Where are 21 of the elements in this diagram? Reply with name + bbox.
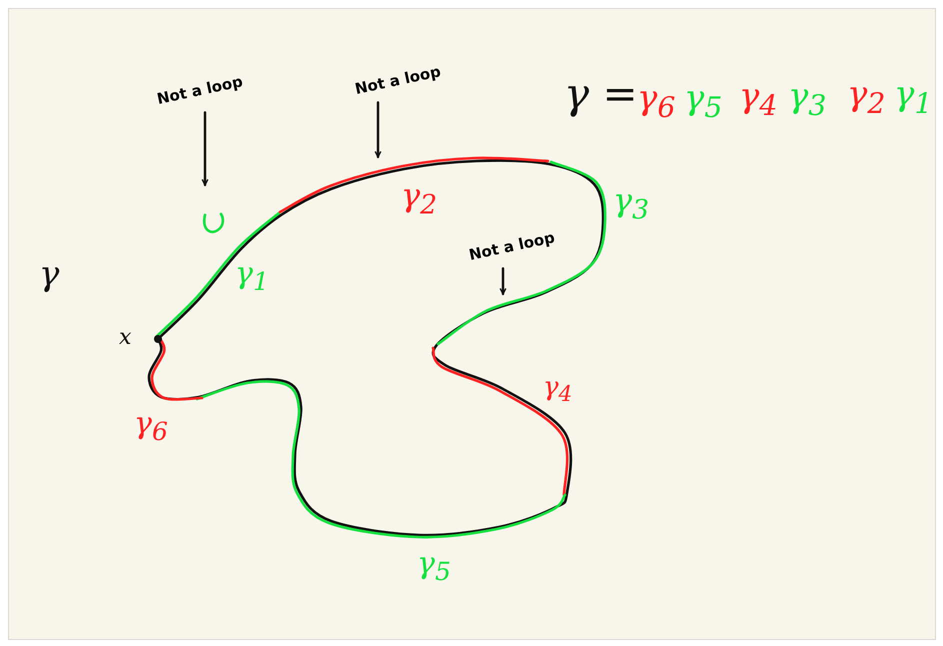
equation-term: γ$_{5}$ [684, 81, 722, 122]
curve-label: γ$_{5}$ [417, 549, 451, 584]
equation-term: γ$_{6}$ [637, 81, 676, 122]
curve-label: γ$_{1}$ [235, 259, 269, 294]
leader-arrow [202, 111, 208, 186]
curve-label: γ$_{2}$ [401, 179, 438, 220]
equation-term: γ$_{1}$ [894, 77, 932, 118]
curve-label: γ$_{4}$ [543, 374, 572, 406]
equation-term: γ$_{4}$ [739, 79, 778, 120]
annotation-text: Not a loop [468, 229, 556, 264]
equation-label: γ = [564, 73, 638, 115]
annotation-text: Not a loop [354, 63, 442, 98]
annotation-text: Not a loop [156, 73, 244, 108]
leader-arrow [374, 101, 382, 158]
equation-term: γ$_{3}$ [788, 79, 826, 120]
curve-label: γ$_{3}$ [613, 184, 650, 224]
equation-term: γ$_{2}$ [847, 77, 886, 118]
curve-label: γ$_{6}$ [134, 409, 168, 444]
leader-arrow [500, 267, 506, 296]
curve-label: γ [39, 257, 60, 291]
point-label: x [119, 327, 132, 349]
